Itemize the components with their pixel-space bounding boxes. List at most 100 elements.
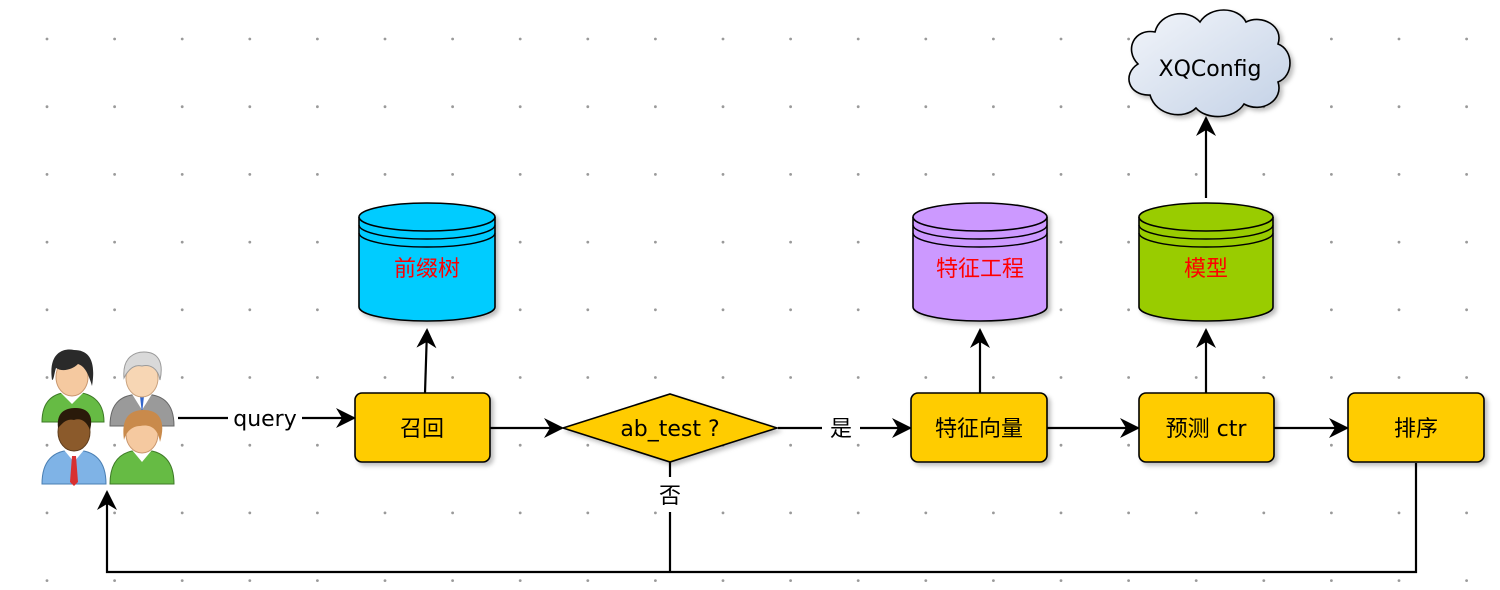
grid-dot — [789, 511, 792, 515]
grid-dot — [586, 37, 590, 41]
grid-dot — [924, 376, 928, 379]
grid-dot — [721, 511, 725, 515]
grid-dot — [248, 511, 252, 515]
grid-dot — [721, 173, 725, 176]
grid-dot — [654, 308, 657, 312]
grid-dot — [451, 579, 454, 582]
grid-dot — [1330, 511, 1333, 515]
grid-dot — [654, 37, 657, 41]
grid-dot — [992, 105, 995, 109]
grid-dot — [1465, 511, 1468, 515]
grid-dot — [856, 105, 860, 109]
grid-dot — [654, 579, 657, 582]
node-recall[interactable]: 召回 — [354, 392, 491, 463]
grid-dot — [1397, 308, 1401, 312]
db-feature-engineering-label: 特征工程 — [936, 257, 1024, 282]
grid-dot — [654, 376, 657, 379]
grid-dot — [113, 308, 116, 312]
grid-dot — [45, 105, 49, 109]
grid-dot — [113, 579, 116, 582]
grid-dot — [789, 105, 792, 109]
db-model[interactable] — [1138, 202, 1274, 322]
grid-dot — [1059, 37, 1063, 41]
grid-dot — [1330, 173, 1333, 176]
grid-dot — [316, 173, 319, 176]
grid-dot — [856, 240, 860, 244]
grid-dot — [383, 511, 387, 515]
user-icon — [41, 408, 107, 486]
grid-dot — [316, 37, 319, 41]
grid-dot — [180, 240, 184, 244]
grid-dot — [1059, 443, 1063, 447]
grid-dot — [1397, 376, 1401, 379]
grid-dot — [383, 579, 387, 582]
grid-dot — [45, 511, 49, 515]
grid-dot — [789, 579, 792, 582]
grid-dot — [992, 37, 995, 41]
grid-dot — [992, 579, 995, 582]
node-feature-vector[interactable]: 特征向量 — [910, 392, 1048, 463]
edge-label-yes: 是 — [830, 417, 852, 442]
grid-dot — [1262, 376, 1266, 379]
cloud-xqconfig[interactable] — [1128, 9, 1291, 118]
node-recall-label: 召回 — [400, 417, 444, 442]
grid-dot — [45, 37, 49, 41]
edge-label-no: 否 — [659, 484, 681, 509]
grid-dot — [856, 308, 860, 312]
db-feature-engineering[interactable] — [912, 202, 1048, 322]
grid-dot — [1194, 579, 1198, 582]
grid-dot — [721, 579, 725, 582]
node-sort[interactable]: 排序 — [1347, 392, 1485, 463]
grid-dot — [1465, 37, 1468, 41]
grid-dot — [789, 308, 792, 312]
grid-dot — [1330, 105, 1333, 109]
grid-dot — [451, 173, 454, 176]
grid-dot — [180, 105, 184, 109]
grid-dot — [316, 443, 319, 447]
grid-dot — [316, 105, 319, 109]
grid-dot — [383, 376, 387, 379]
grid-dot — [1465, 579, 1468, 582]
grid-dot — [248, 376, 252, 379]
grid-dot — [586, 105, 590, 109]
node-ab-test[interactable]: ab_test ? — [560, 393, 780, 463]
db-prefix-tree[interactable] — [358, 202, 496, 322]
cloud-xqconfig-label: XQConfig — [1159, 57, 1262, 82]
grid-dot — [789, 37, 792, 41]
grid-dot — [586, 376, 590, 379]
node-predict-ctr[interactable]: 预测 ctr — [1138, 392, 1275, 463]
grid-dot — [1059, 579, 1063, 582]
grid-dot — [180, 376, 184, 379]
grid-dot — [45, 308, 49, 312]
grid-dot — [1465, 308, 1468, 312]
grid-dot — [856, 376, 860, 379]
grid-dot — [1330, 579, 1333, 582]
grid-dot — [1127, 240, 1130, 244]
grid-dot — [654, 511, 657, 515]
grid-dot — [45, 173, 49, 176]
grid-dot — [45, 240, 49, 244]
grid-dot — [1465, 173, 1468, 176]
grid-dot — [1194, 511, 1198, 515]
grid-dot — [789, 240, 792, 244]
db-prefix-tree-label: 前缀树 — [394, 257, 460, 282]
grid-dot — [1127, 443, 1130, 447]
grid-dot — [180, 37, 184, 41]
grid-dot — [586, 308, 590, 312]
grid-dot — [180, 443, 184, 447]
grid-dot — [518, 240, 522, 244]
node-predict-ctr-label: 预测 ctr — [1166, 417, 1248, 442]
edge-sort-to-users — [97, 463, 1418, 574]
grid-dot — [180, 173, 184, 176]
grid-dot — [248, 173, 252, 176]
user-icon — [109, 410, 175, 485]
grid-dot — [721, 37, 725, 41]
grid-dot — [721, 105, 725, 109]
grid-dot — [1127, 105, 1130, 109]
grid-dot — [1059, 240, 1063, 244]
grid-dot — [789, 376, 792, 379]
node-sort-label: 排序 — [1394, 417, 1438, 442]
grid-dot — [518, 376, 522, 379]
edges — [97, 116, 1418, 574]
